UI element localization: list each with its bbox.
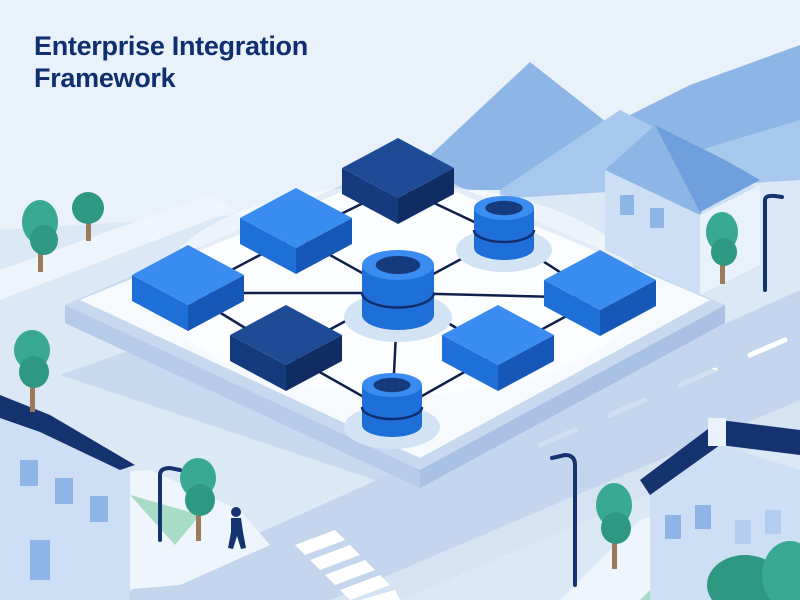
tree xyxy=(180,458,216,541)
title-line-2: Framework xyxy=(34,63,176,93)
database-right-upper xyxy=(456,196,552,272)
grass-left xyxy=(130,495,200,545)
trees xyxy=(14,192,800,600)
tree xyxy=(596,483,632,569)
road-left-top xyxy=(0,195,235,300)
service-block-right-lower xyxy=(442,305,554,391)
database-center xyxy=(344,250,452,342)
house-bottom-left xyxy=(0,395,135,600)
tree xyxy=(22,200,58,272)
crosswalk xyxy=(295,530,400,600)
page-title: Enterprise Integration Framework xyxy=(34,30,308,94)
tree xyxy=(706,212,738,284)
service-block-left-upper xyxy=(240,188,352,274)
house-top-right xyxy=(605,125,760,295)
title-line-1: Enterprise Integration xyxy=(34,31,308,61)
service-block-left xyxy=(132,245,244,331)
tree xyxy=(72,192,104,241)
service-block-left-lower xyxy=(230,305,342,391)
database-bottom xyxy=(344,373,440,449)
street-lamps xyxy=(158,193,784,587)
diagram-nodes xyxy=(132,138,656,449)
street-lamp xyxy=(550,452,577,587)
street-lamp xyxy=(763,193,784,292)
tree xyxy=(14,330,50,412)
pedestrian xyxy=(228,507,246,549)
tree xyxy=(707,541,800,600)
service-block-top xyxy=(342,138,454,224)
street-lamp xyxy=(158,465,182,542)
service-block-right xyxy=(544,250,656,336)
